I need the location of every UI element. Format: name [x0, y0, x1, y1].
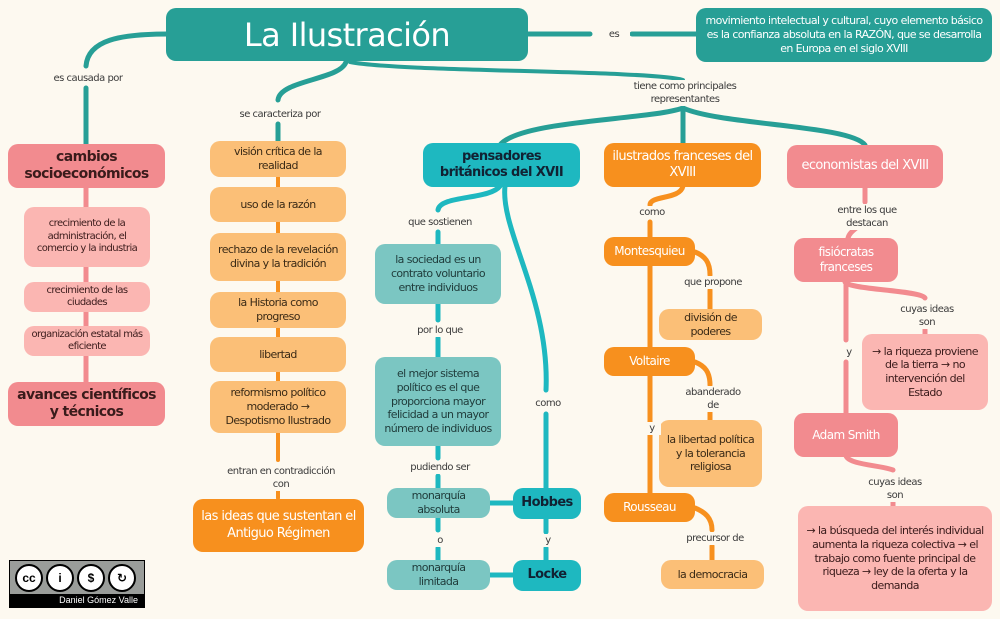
adam-smith-node: Adam Smith	[794, 413, 898, 457]
french-illustrated-node: ilustrados franceses del XVIII	[604, 143, 761, 187]
voltaire-node: Voltaire	[604, 347, 695, 376]
montesquieu-node: Montesquieu	[604, 237, 695, 266]
link-es: es	[598, 28, 630, 41]
characteristic-node: visión crítica de la realidad	[210, 141, 346, 177]
link-que-propone: que propone	[682, 276, 744, 289]
cc-license-badge[interactable]: cc i $ ↻ Daniel Gómez Valle	[9, 560, 145, 608]
physiocrat-ideas-node: → la riqueza proviene de la tierra → no …	[862, 334, 988, 410]
nc-icon: $	[77, 564, 105, 592]
characteristic-node: libertad	[210, 337, 346, 372]
link-como-british: como	[530, 397, 566, 410]
characteristic-node: la Historia como progreso	[210, 292, 346, 328]
social-contract-node: la sociedad es un contrato voluntario en…	[375, 244, 501, 304]
antiguo-regimen-node: las ideas que sustentan el Antiguo Régim…	[193, 499, 364, 552]
rousseau-node: Rousseau	[604, 493, 695, 522]
economists-node: economistas del XVIII	[787, 145, 943, 188]
characteristic-node: reformismo político moderado → Despotism…	[210, 381, 346, 433]
link-y-french: y	[643, 422, 661, 435]
separation-of-powers-node: división de poderes	[659, 309, 762, 340]
link-pudiendo-ser: pudiendo ser	[408, 461, 472, 474]
link-entre-los-que-destacan: entre los que destacan	[816, 204, 918, 230]
cc-icon: cc	[15, 564, 43, 592]
link-cuyas-ideas-smith: cuyas ideas son	[860, 476, 930, 502]
link-y-british: y	[539, 534, 557, 547]
best-political-system-node: el mejor sistema político es el que prop…	[375, 357, 501, 446]
definition-node: movimiento intelectual y cultural, cuyo …	[696, 8, 992, 62]
limited-monarchy-node: monarquía limitada	[387, 560, 490, 590]
link-abanderado-de: abanderado de	[678, 386, 748, 412]
link-precursor-de: precursor de	[684, 532, 746, 545]
characteristic-node: uso de la razón	[210, 187, 346, 222]
british-thinkers-node: pensadores británicos del XVII	[423, 143, 580, 187]
causes-second-node: avances científicos y técnicos	[8, 382, 165, 426]
link-tiene-como-representantes: tiene como principales representantes	[630, 80, 740, 106]
cause-item-node: organización estatal más eficiente	[24, 326, 150, 356]
link-que-sostienen: que sostienen	[405, 216, 475, 229]
link-se-caracteriza-por: se caracteriza por	[232, 108, 328, 121]
link-cuyas-ideas-physiocrats: cuyas ideas son	[892, 303, 962, 329]
physiocrats-node: fisiócratas franceses	[794, 238, 898, 282]
absolute-monarchy-node: monarquía absoluta	[387, 488, 490, 518]
link-y-economists: y	[840, 346, 858, 359]
cause-item-node: crecimiento de las ciudades	[24, 282, 150, 312]
locke-node: Locke	[513, 560, 581, 591]
characteristic-node: rechazo de la revelación divina y la tra…	[210, 233, 346, 281]
smith-ideas-node: → la búsqueda del interés individual aum…	[798, 506, 992, 611]
license-author: Daniel Gómez Valle	[10, 594, 144, 607]
link-por-lo-que: por lo que	[412, 324, 468, 337]
link-o: o	[430, 534, 450, 547]
link-entran-en-contradiccion: entran en contradicción con	[220, 465, 342, 491]
link-es-causada-por: es causada por	[46, 72, 130, 85]
link-como-french: como	[634, 206, 670, 219]
cause-item-node: crecimiento de la administración, el com…	[24, 207, 150, 267]
causes-main-node: cambios socioeconómicos	[8, 144, 165, 188]
by-icon: i	[46, 564, 74, 592]
democracy-node: la democracia	[661, 560, 764, 589]
hobbes-node: Hobbes	[513, 488, 581, 519]
title-node: La Ilustración	[166, 8, 528, 61]
political-freedom-node: la libertad política y la tolerancia rel…	[659, 420, 762, 487]
sa-icon: ↻	[108, 564, 136, 592]
